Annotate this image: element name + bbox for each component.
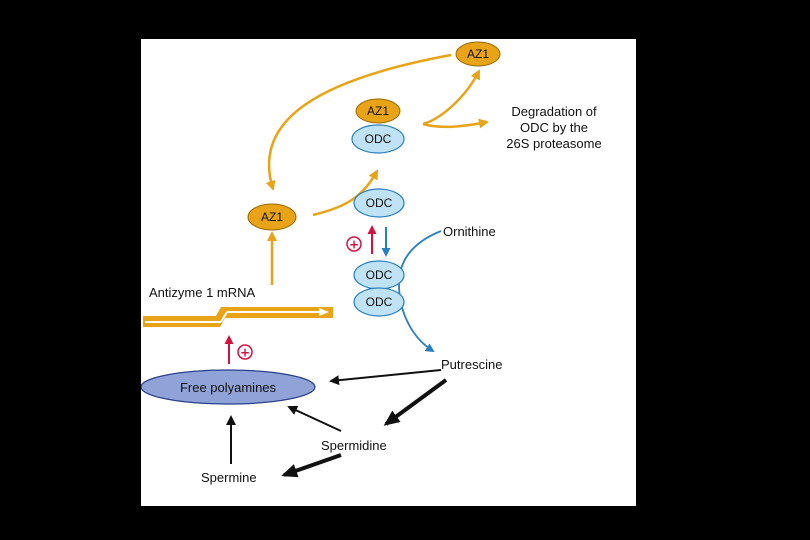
antizyme-mrna-label: Antizyme 1 mRNA bbox=[149, 285, 256, 300]
arrow-complex-to-az1-release bbox=[422, 69, 481, 126]
node-free-polyamines-label: Free polyamines bbox=[180, 380, 277, 395]
node-az1-left: AZ1 bbox=[247, 203, 297, 231]
arrow-ornithine-to-putrescine bbox=[398, 230, 442, 353]
arrow-spermidine-to-free-polyamines bbox=[287, 405, 342, 432]
diagram-panel: + + AZ1 AZ1 ODC ODC AZ1 ODC ODC Free pol… bbox=[141, 39, 636, 506]
node-az1-complex: AZ1 bbox=[355, 98, 401, 124]
putrescine-label: Putrescine bbox=[441, 357, 502, 372]
arrow-az1-to-odc-complex bbox=[312, 169, 379, 217]
node-odc-dimer-top-label: ODC bbox=[366, 268, 393, 282]
node-odc-dimer: ODC ODC bbox=[353, 260, 405, 317]
arrow-putrescine-to-free-polyamines bbox=[329, 369, 442, 386]
antizyme-mrna-bar bbox=[143, 307, 333, 327]
node-az1-top-label: AZ1 bbox=[467, 47, 489, 61]
polyamine-pathway-diagram: + + AZ1 AZ1 ODC ODC AZ1 ODC ODC Free pol… bbox=[141, 41, 602, 485]
node-free-polyamines: Free polyamines bbox=[141, 369, 316, 405]
plus-circle-mrna bbox=[237, 344, 253, 360]
node-az1-top: AZ1 bbox=[455, 41, 501, 67]
node-az1-complex-label: AZ1 bbox=[367, 104, 389, 118]
arrow-az1-top-to-az1-left bbox=[265, 53, 452, 191]
plus-symbol-odc: + bbox=[349, 238, 359, 252]
arrow-complex-to-degradation bbox=[422, 118, 489, 129]
node-az1-left-label: AZ1 bbox=[261, 210, 283, 224]
ornithine-label: Ornithine bbox=[443, 224, 496, 239]
node-odc-complex-label: ODC bbox=[365, 132, 392, 146]
node-odc-dimer-bottom-label: ODC bbox=[366, 295, 393, 309]
degradation-label-line3: 26S proteasome bbox=[506, 136, 601, 151]
plus-circle-odc bbox=[346, 236, 362, 252]
node-odc-free-label: ODC bbox=[366, 196, 393, 210]
degradation-label-line1: Degradation of bbox=[511, 104, 597, 119]
plus-symbol-mrna: + bbox=[240, 346, 250, 360]
arrow-putrescine-to-spermidine bbox=[383, 378, 448, 426]
spermine-label: Spermine bbox=[201, 470, 257, 485]
arrow-spermidine-to-spermine bbox=[281, 453, 342, 478]
node-odc-complex: ODC bbox=[351, 124, 405, 154]
node-odc-free: ODC bbox=[353, 188, 405, 218]
degradation-label-line2: ODC by the bbox=[520, 120, 588, 135]
spermidine-label: Spermidine bbox=[321, 438, 387, 453]
